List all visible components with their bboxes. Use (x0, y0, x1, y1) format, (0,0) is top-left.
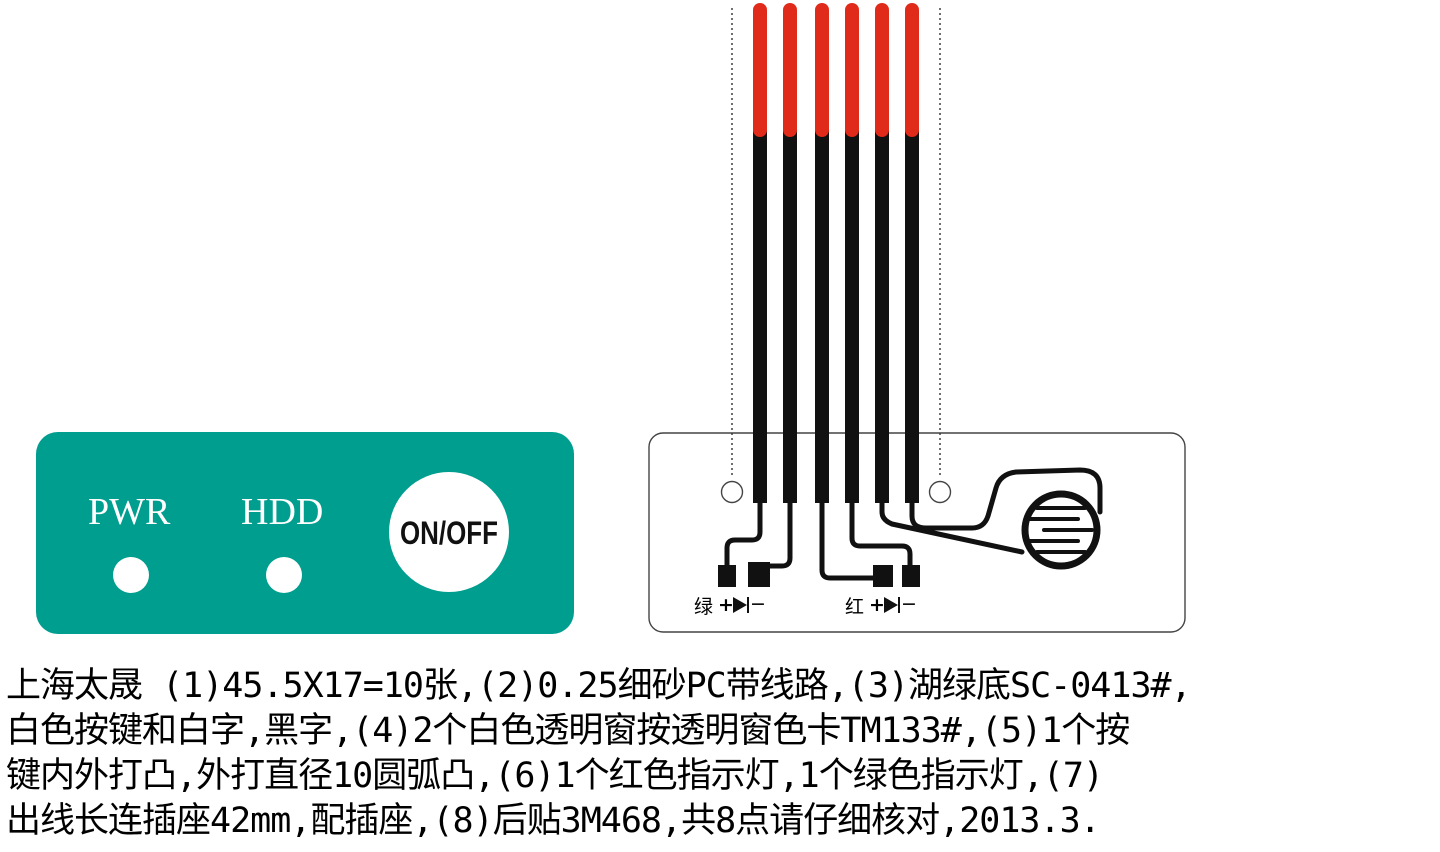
pad-red-cathode (902, 565, 920, 587)
led-pads (718, 562, 920, 587)
tail-conductors (753, 128, 919, 503)
trace-green-anode (724, 497, 763, 573)
pad-green-anode (718, 565, 736, 587)
mount-hole-right (928, 480, 952, 504)
on-off-button-label: ON/OFF (400, 515, 498, 551)
trace-green-cathode (757, 497, 793, 569)
trace-switch-inner (909, 467, 1103, 531)
pwr-label: PWR (88, 491, 171, 533)
front-panel: PWR HDD ON/OFF (36, 432, 574, 634)
green-led-plus: + (718, 594, 734, 616)
pad-green-cathode (748, 562, 770, 587)
routing-traces (724, 467, 1103, 581)
spec-notes-line-1: 上海太晟 (1)45.5X17=10张,(2)0.25细砂PC带线路,(3)湖绿… (6, 666, 1192, 706)
spec-notes-line-2: 白色按键和白字,黑字,(4)2个白色透明窗按透明窗色卡TM133#,(5)1个按 (6, 711, 1130, 751)
spec-notes-line-3: 键内外打凸,外打直径10圆弧凸,(6)1个红色指示灯,1个绿色指示灯,(7) (6, 756, 1104, 796)
on-off-button[interactable] (389, 472, 509, 592)
red-led-label: 红 (845, 596, 864, 618)
pad-red-anode (873, 565, 893, 587)
spec-notes: 上海太晟 (1)45.5X17=10张,(2)0.25细砂PC带线路,(3)湖绿… (6, 664, 1438, 844)
pwr-led-window (113, 557, 149, 593)
trace-switch-outer (879, 497, 1025, 555)
spec-notes-line-4: 出线长连插座42mm,配插座,(8)后贴3M468,共8点请仔细核对,2013.… (6, 801, 1101, 841)
switch-contact (1021, 490, 1101, 570)
trace-red-cathode (849, 497, 913, 573)
red-led-minus: − (901, 593, 917, 615)
red-led-diode-icon (884, 597, 898, 613)
connector-tips (753, 3, 919, 137)
green-led-diode-icon (733, 597, 747, 613)
green-led-minus: − (750, 593, 766, 615)
green-led-symbol: 绿 + − (694, 593, 766, 618)
mount-hole-left (720, 480, 744, 504)
green-led-label: 绿 (694, 596, 713, 618)
hdd-led-window (266, 557, 302, 593)
trace-red-anode (819, 497, 881, 581)
red-led-plus: + (869, 594, 885, 616)
hdd-label: HDD (241, 491, 323, 533)
red-led-symbol: 红 + − (845, 593, 917, 618)
switch-contact-fingers (1028, 506, 1094, 554)
circuit-layer: 绿 + − 红 + − (648, 3, 1186, 633)
